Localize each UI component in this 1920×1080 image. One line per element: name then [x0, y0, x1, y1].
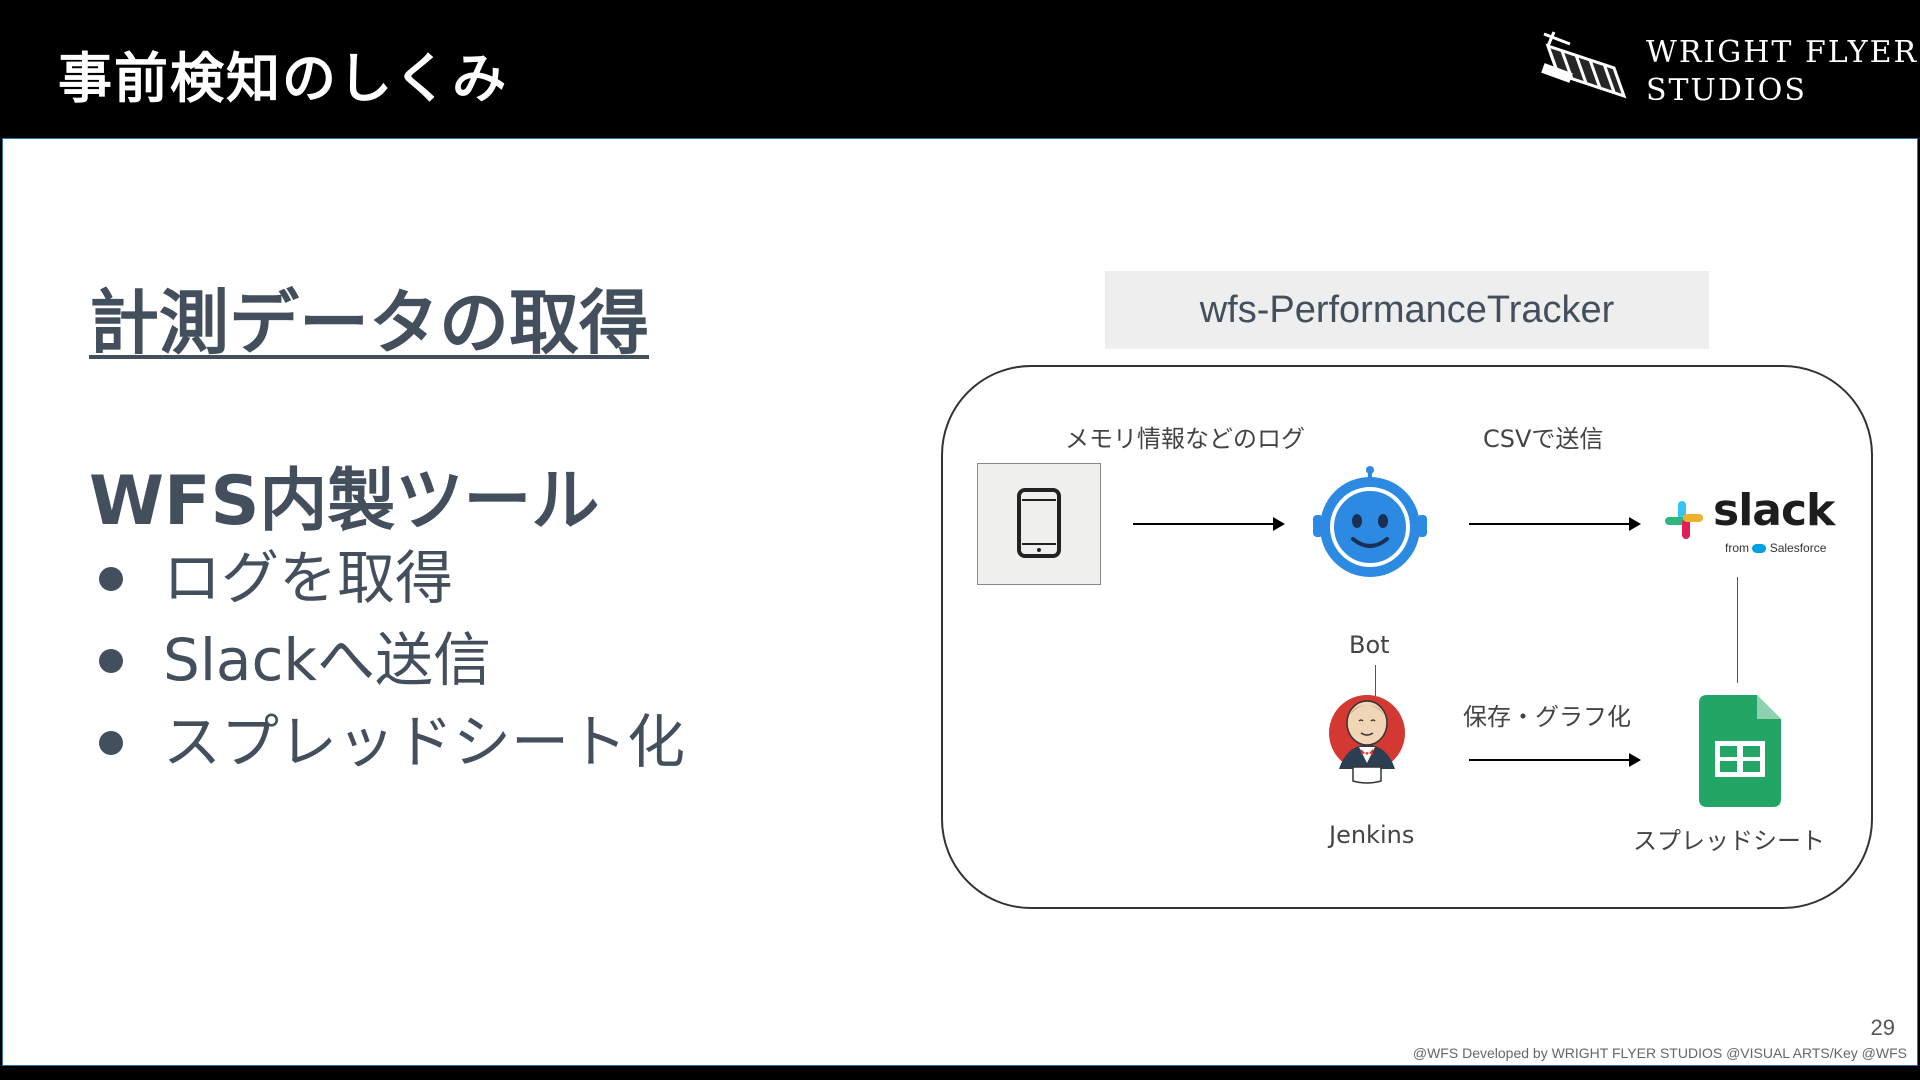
line-bot-to-jenkins [1375, 665, 1376, 715]
logo-line-1: WRIGHT FLYER [1646, 35, 1919, 70]
slack-salesforce-text: Salesforce [1769, 541, 1827, 555]
bullet-item-send-slack: Slackへ送信 [97, 619, 685, 701]
log-label: メモリ情報などのログ [1065, 425, 1305, 453]
slack-from-text: from [1725, 541, 1749, 555]
csv-label: CSVで送信 [1483, 425, 1604, 453]
jenkins-label: Jenkins [1329, 821, 1415, 849]
device-box [977, 463, 1101, 585]
salesforce-cloud-icon [1752, 544, 1767, 554]
line-slack-to-sheet [1737, 577, 1738, 683]
bot-label: Bot [1349, 631, 1390, 659]
copyright-notice: @WFS Developed by WRIGHT FLYER STUDIOS @… [1412, 1045, 1907, 1061]
tool-title: WFS内製ツール [89, 462, 600, 541]
bullet-item-get-log: ログを取得 [97, 537, 685, 619]
slack-wordmark: slack [1713, 485, 1835, 536]
google-sheets-icon [1699, 695, 1781, 807]
save-graph-label: 保存・グラフ化 [1463, 703, 1631, 731]
smartphone-icon [1017, 488, 1061, 558]
page-number: 29 [1870, 1015, 1895, 1040]
jenkins-icon [1329, 695, 1405, 784]
airplane-logo-icon [1541, 31, 1627, 99]
flow-diagram: メモリ情報などのログ CSVで送信 [941, 365, 1873, 909]
slack-from-line: from Salesforce [1725, 541, 1826, 555]
slide-title: 事前検知のしくみ [58, 47, 509, 110]
arrow-jenkins-to-sheet [1469, 753, 1641, 767]
section-heading: 計測データの取得 [89, 282, 649, 364]
slack-hash-icon [1665, 501, 1703, 539]
bot-icon [1313, 466, 1427, 577]
arrow-device-to-bot [1133, 517, 1285, 531]
slide-content: 計測データの取得 WFS内製ツール ログを取得 Slackへ送信 スプレッドシー… [2, 138, 1918, 1066]
slack-logo: slack from Salesforce [1663, 485, 1839, 571]
spreadsheet-label: スプレッドシート [1633, 827, 1825, 855]
bullet-item-spreadsheet: スプレッドシート化 [97, 701, 685, 783]
company-logo: WRIGHT FLYER STUDIOS [1540, 28, 1916, 114]
logo-line-2: STUDIOS [1646, 73, 1807, 108]
header-bar: 事前検知のしくみ WRIGHT FLYER STUDIOS [0, 0, 1920, 138]
bullet-list: ログを取得 Slackへ送信 スプレッドシート化 [97, 537, 685, 783]
arrow-bot-to-slack [1469, 517, 1641, 531]
logo-text: WRIGHT FLYER STUDIOS [1646, 34, 1918, 110]
tracker-label-box: wfs-PerformanceTracker [1105, 271, 1709, 349]
